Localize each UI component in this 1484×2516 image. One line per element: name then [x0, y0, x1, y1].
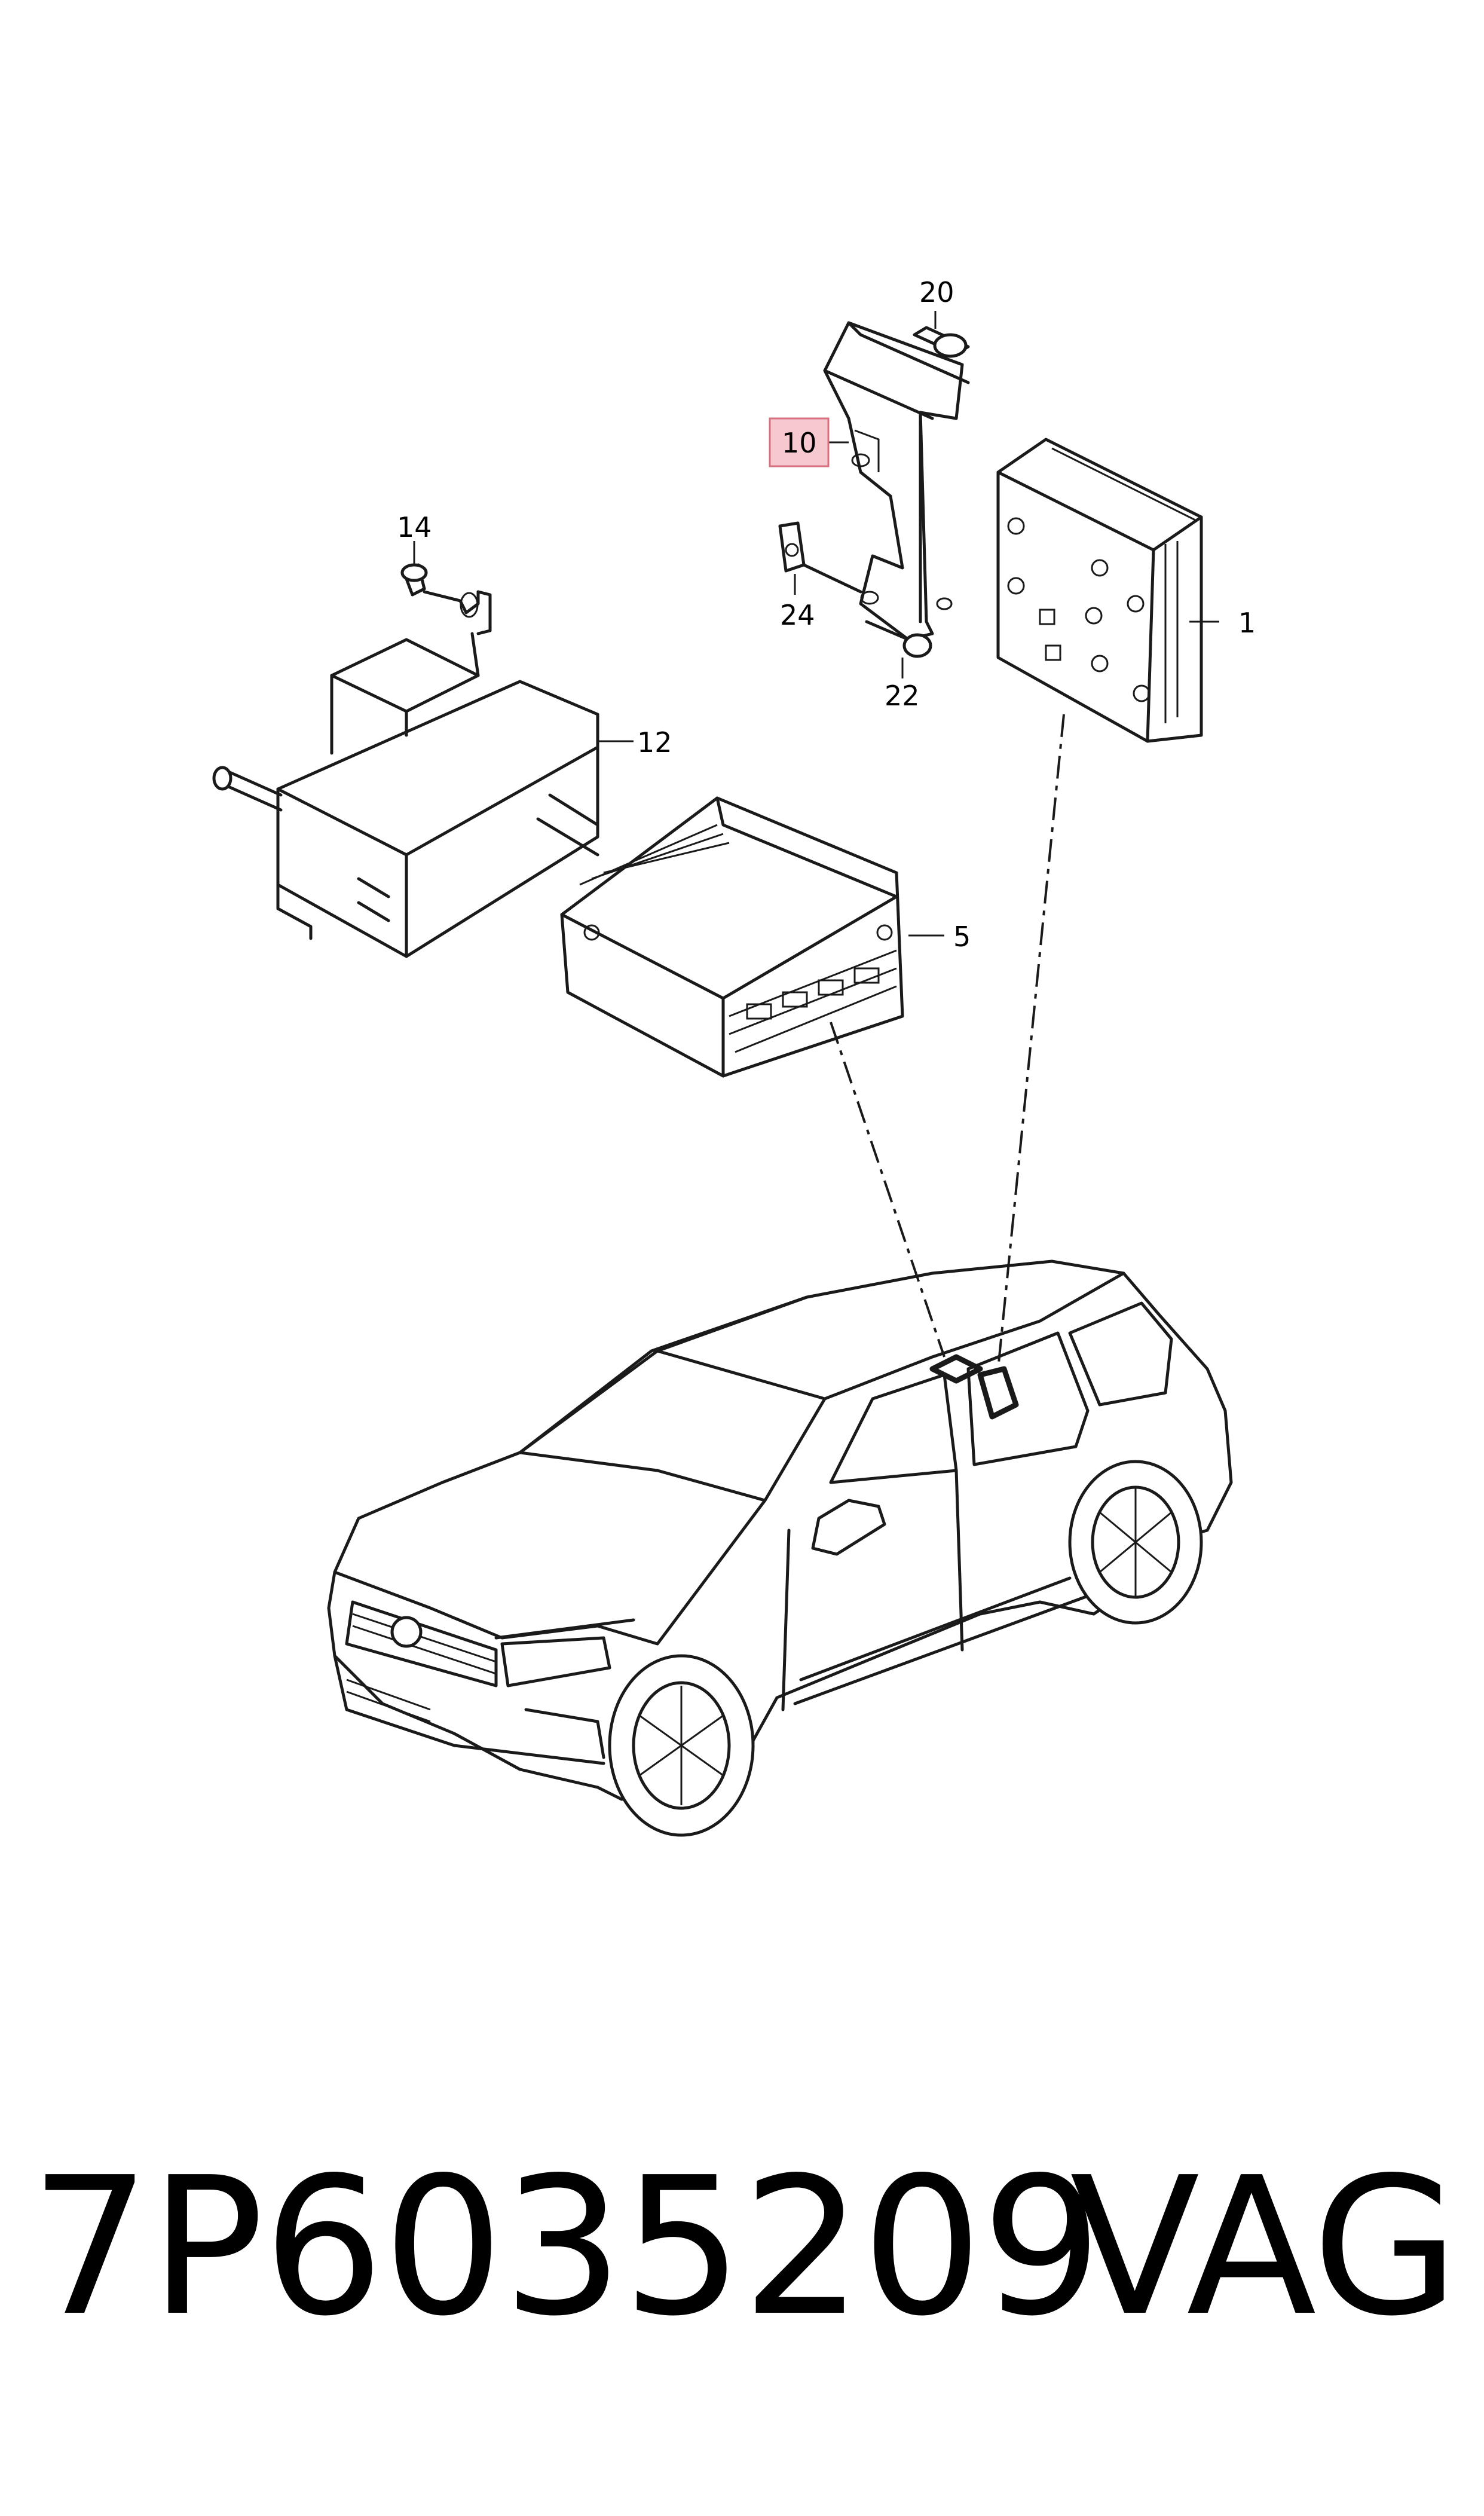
- brand-text: VAG: [1070, 2136, 1459, 2358]
- part-20-screw: [913, 326, 970, 358]
- connector-line-radio: [830, 1022, 946, 1358]
- vehicle-illustration: [327, 1259, 1233, 1837]
- part-5-radio-unit: [560, 796, 904, 1078]
- callout-12: 12: [637, 726, 672, 759]
- callout-1: 1: [1238, 607, 1256, 639]
- connector-line-control-unit: [997, 714, 1065, 1369]
- part-24-clip-nut: [778, 521, 862, 594]
- part-1-control-unit: [996, 438, 1203, 743]
- callout-5: 5: [953, 921, 971, 953]
- callout-10: 10: [782, 427, 817, 459]
- part-12-mounting-frame: [212, 632, 599, 958]
- highlight-box-part-10: [769, 417, 830, 467]
- callout-14: 14: [397, 511, 432, 543]
- callout-22: 22: [885, 680, 920, 712]
- part-10-bracket: [823, 321, 970, 641]
- part-14-bolt: [400, 563, 492, 635]
- callout-24: 24: [780, 599, 815, 631]
- part-22-screw: [865, 620, 932, 658]
- part-number-text: 7P6035209: [30, 2136, 1102, 2358]
- callout-20: 20: [919, 276, 954, 308]
